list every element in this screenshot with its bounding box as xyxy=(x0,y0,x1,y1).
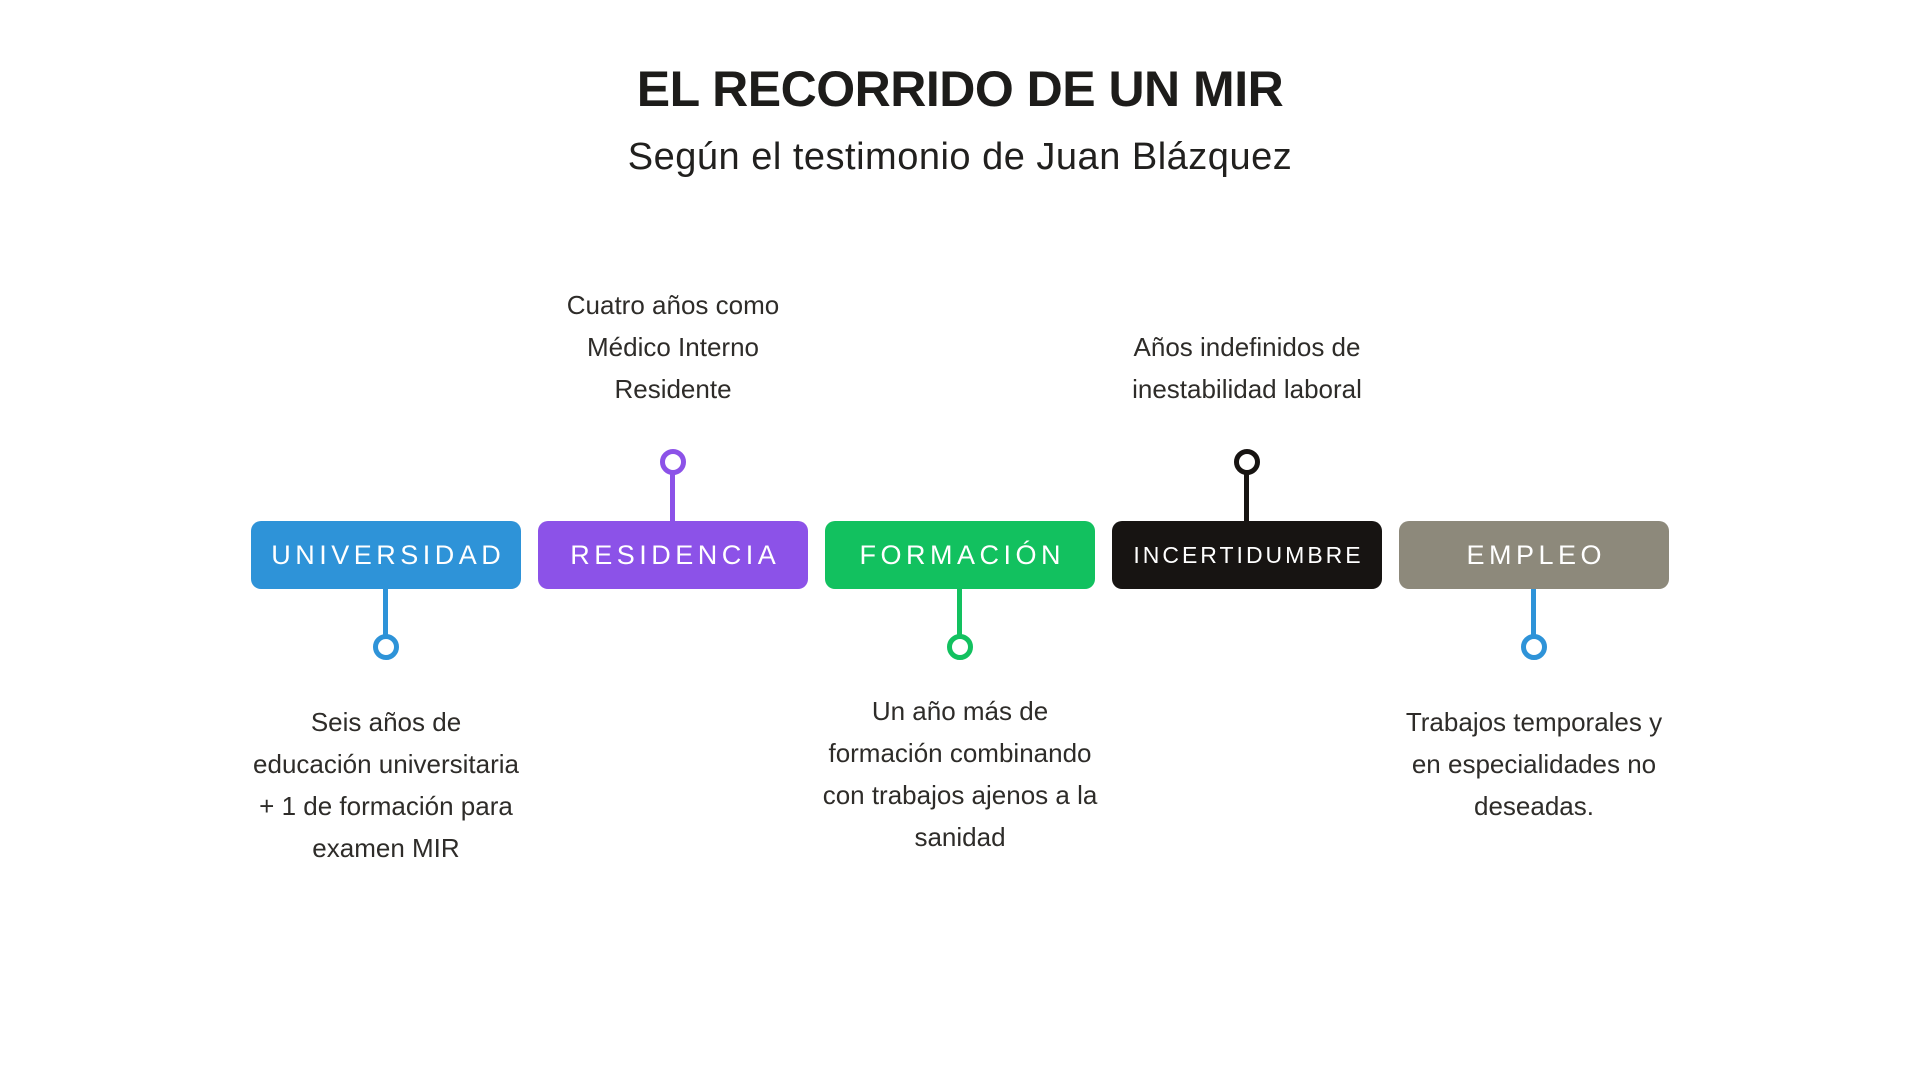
stage-pill-label: EMPLEO xyxy=(1466,539,1607,570)
stage-note-incertidumbre: Años indefinidos de inestabilidad labora… xyxy=(1132,332,1362,404)
page-title: EL RECORRIDO DE UN MIR xyxy=(636,61,1284,117)
stage-pill-formacion: FORMACIÓN xyxy=(825,521,1095,589)
connector-dot-incertidumbre xyxy=(1234,449,1260,475)
connector-dot-residencia xyxy=(660,449,686,475)
stage-note-formacion: Un año más de formación combinando con t… xyxy=(822,696,1098,852)
page-subtitle: Según el testimonio de Juan Blázquez xyxy=(627,136,1293,178)
stage-pill-label: FORMACIÓN xyxy=(859,539,1065,570)
stage-pill-label: INCERTIDUMBRE xyxy=(1133,541,1364,568)
connector-stem-incertidumbre xyxy=(1244,473,1249,521)
stage-note-residencia: Cuatro años como Médico Interno Resident… xyxy=(566,290,780,404)
connector-dot-universidad xyxy=(373,634,399,660)
connector-stem-formacion xyxy=(957,589,962,636)
stage-pill-residencia: RESIDENCIA xyxy=(538,521,808,589)
stage-pill-universidad: UNIVERSIDAD xyxy=(251,521,521,589)
stage-note-empleo: Trabajos temporales y en especialidades … xyxy=(1405,707,1663,821)
connector-stem-residencia xyxy=(670,473,675,521)
stage-pill-label: UNIVERSIDAD xyxy=(271,539,506,570)
stage-pill-incertidumbre: INCERTIDUMBRE xyxy=(1112,521,1382,589)
stage-pill-label: RESIDENCIA xyxy=(570,539,781,570)
stage-pill-empleo: EMPLEO xyxy=(1399,521,1669,589)
connector-dot-formacion xyxy=(947,634,973,660)
connector-dot-empleo xyxy=(1521,634,1547,660)
connector-stem-empleo xyxy=(1531,589,1536,636)
connector-stem-universidad xyxy=(383,589,388,636)
stage-note-universidad: Seis años de educación universitaria + 1… xyxy=(253,707,519,863)
